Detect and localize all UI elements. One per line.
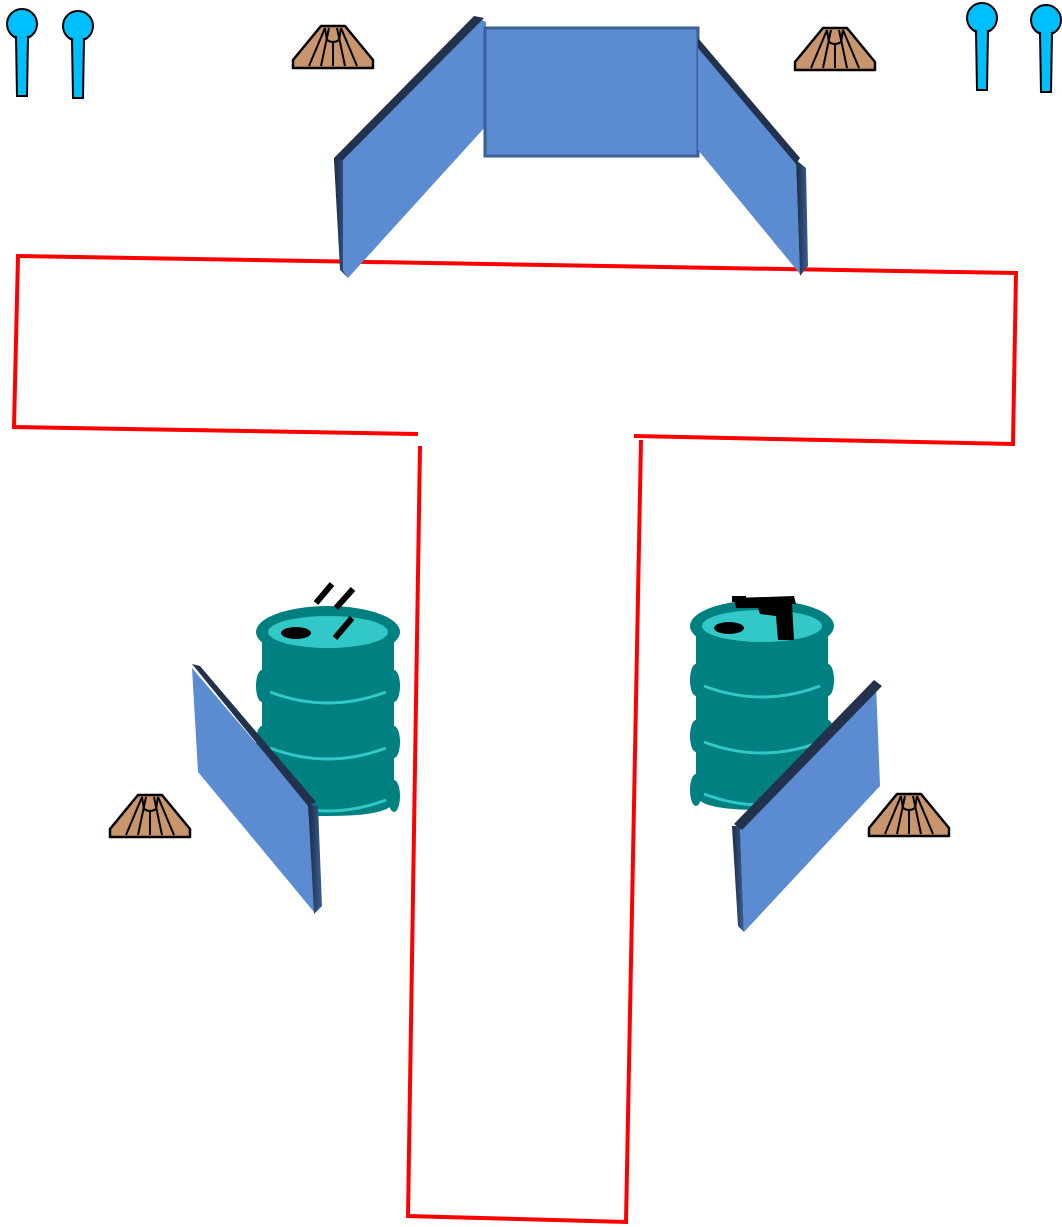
traffic-cone-icon (867, 792, 951, 838)
traffic-cone-icon (108, 793, 192, 839)
barricade-wall-icon (698, 38, 808, 276)
barricade-wall-icon (483, 26, 700, 158)
traffic-cone-icon (291, 24, 375, 70)
barricade-wall-icon (732, 680, 882, 932)
popper-target-icon (1030, 4, 1062, 93)
barricade-wall-icon (334, 16, 486, 278)
barricade-wall-icon (192, 664, 322, 914)
popper-target-icon (966, 2, 998, 91)
t-shaped-shooting-area (11, 253, 1019, 1225)
magazines-icon (313, 582, 356, 640)
popper-target-icon (6, 8, 38, 97)
popper-target-icon (62, 10, 94, 99)
traffic-cone-icon (793, 26, 877, 72)
pistol-icon (732, 596, 796, 640)
oil-barrel-left (254, 582, 402, 818)
oil-barrel-right (688, 596, 836, 812)
